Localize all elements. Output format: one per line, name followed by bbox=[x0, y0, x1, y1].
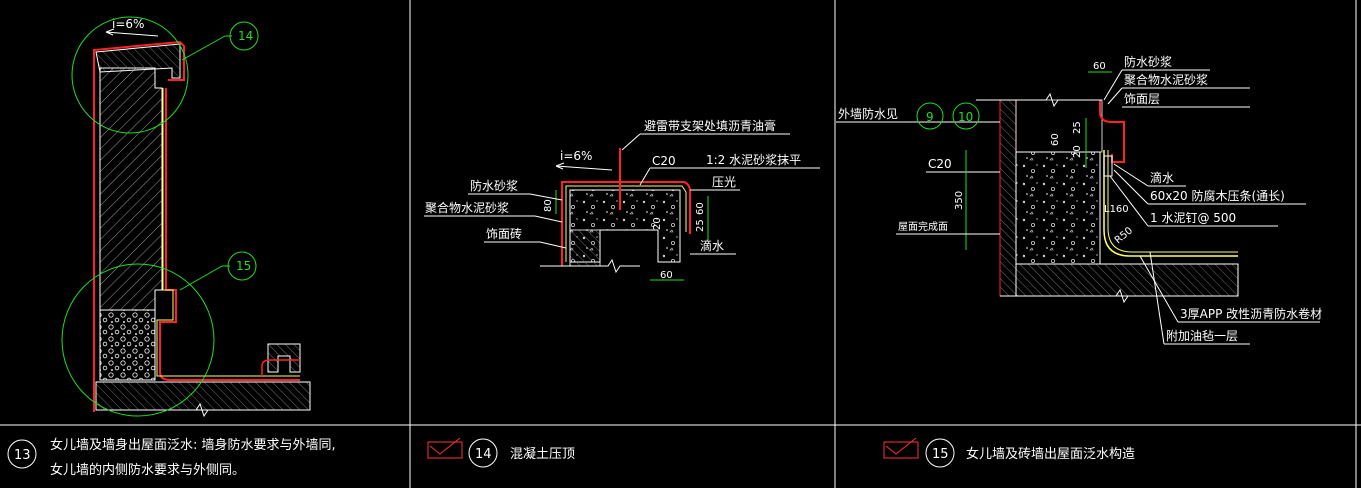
flashing-red bbox=[1099, 100, 1125, 163]
dim-60-side: 60 bbox=[695, 202, 706, 215]
coping-hatch-wall bbox=[569, 229, 601, 267]
label-drip: 滴水 bbox=[700, 238, 724, 253]
ref-a: 9 bbox=[926, 110, 934, 124]
parapet-coping bbox=[95, 43, 181, 79]
dim-60-bottom: 60 bbox=[660, 270, 673, 281]
slope-arrow bbox=[105, 28, 159, 37]
label-drip-15: 滴水 bbox=[1150, 170, 1174, 185]
caption-13-line1: 女儿墙及墙身出屋面泛水: 墙身防水要求与外墙同, bbox=[50, 437, 336, 453]
leader-bottom bbox=[179, 265, 223, 291]
label-mortar-top: 1:2 水泥砂浆抹平 bbox=[706, 152, 801, 167]
dim-25: 25 bbox=[695, 219, 706, 232]
label-lightning: 避雷带支架处填沥青油膏 bbox=[644, 118, 776, 133]
break-line-top bbox=[976, 92, 1102, 108]
membrane-line bbox=[93, 40, 185, 412]
break-line-bottom bbox=[1000, 288, 1238, 304]
dim-80: 80 bbox=[543, 199, 554, 212]
dim-r50: R50 bbox=[1113, 225, 1135, 246]
caption-15-bubble bbox=[925, 438, 955, 468]
caption-15-symbol bbox=[883, 437, 919, 459]
roof-slab bbox=[95, 381, 311, 411]
parapet-lower-fill bbox=[99, 309, 156, 381]
dim-25-15: 25 bbox=[1072, 121, 1083, 134]
dim-20-15: 20 bbox=[1072, 145, 1083, 158]
dim-60-side-15: 60 bbox=[1050, 133, 1061, 146]
caption-13-bubble bbox=[7, 439, 37, 469]
label-strip: 60x20 防腐木压条(通长) bbox=[1150, 188, 1285, 203]
caption-14-number: 14 bbox=[475, 447, 492, 462]
callout-bubble-15 bbox=[227, 251, 257, 281]
caption-15-number: 15 bbox=[932, 447, 949, 462]
upstand-concrete bbox=[1015, 151, 1101, 265]
callout-circle-top bbox=[71, 16, 189, 134]
membrane-15 bbox=[1103, 150, 1238, 257]
yellow-layer bbox=[156, 88, 300, 377]
break-line bbox=[540, 258, 640, 274]
caption-13-line2: 女儿墙的内侧防水要求与外侧同。 bbox=[50, 462, 245, 478]
detail-15-flashing: 60 防水砂浆 聚合物水泥砂浆 饰面层 外墙防水见 9 10 25 20 60 … bbox=[836, 54, 1322, 468]
label-c20-15: C20 bbox=[928, 157, 952, 171]
ref-b: 10 bbox=[958, 110, 973, 124]
caption-15-text: 女儿墙及砖墙出屋面泛水构造 bbox=[966, 446, 1135, 462]
caption-14-symbol bbox=[427, 437, 463, 459]
label-finish-15: 饰面层 bbox=[1124, 92, 1160, 106]
label-c20: C20 bbox=[652, 154, 676, 168]
ref-bubble-b bbox=[952, 102, 980, 130]
label-wp-mortar-15: 防水砂浆 bbox=[1124, 54, 1172, 69]
wood-strip bbox=[1103, 155, 1113, 177]
label-nail: 1 水泥钉@ 500 bbox=[1150, 211, 1236, 225]
dim-20: 20 bbox=[652, 217, 663, 230]
label-press-light: 压光 bbox=[712, 175, 736, 189]
brick-wall bbox=[999, 99, 1017, 297]
slope-arrow-14 bbox=[555, 162, 613, 171]
parapet-wall bbox=[99, 67, 163, 311]
caption-13-number: 13 bbox=[14, 448, 31, 463]
coping-yellow bbox=[565, 185, 687, 262]
label-extra: 附加油毡一层 bbox=[1166, 329, 1238, 343]
slope-label: i=6% bbox=[112, 17, 144, 31]
coping-membrane bbox=[561, 181, 691, 266]
dim-60-top: 60 bbox=[1093, 61, 1106, 72]
detail-13-parapet-section: i=6% 14 15 13 女儿墙及墙身出屋面泛水: 墙身防水要求与外墙同, 女… bbox=[7, 16, 336, 478]
label-polymer-15: 聚合物水泥砂浆 bbox=[1124, 72, 1208, 87]
membrane-15-b bbox=[1107, 150, 1238, 253]
roof-slab-15 bbox=[1015, 263, 1239, 297]
label-tile: 饰面砖 bbox=[486, 226, 522, 241]
ref-bubble-a bbox=[916, 102, 944, 130]
callout-circle-bottom bbox=[61, 263, 215, 417]
leader-top bbox=[181, 35, 226, 61]
outlet-detail bbox=[267, 343, 301, 373]
dim-350: 350 bbox=[954, 191, 965, 210]
label-polymer: 聚合物水泥砂浆 bbox=[425, 200, 509, 215]
outlet-membrane bbox=[261, 359, 300, 376]
slope-label-14: i=6% bbox=[560, 149, 592, 163]
label-wp-mortar: 防水砂浆 bbox=[470, 178, 518, 193]
dim-l160: L160 bbox=[1104, 204, 1129, 215]
break-line bbox=[180, 402, 310, 418]
callout-14-text: 14 bbox=[238, 29, 253, 43]
caption-14-bubble bbox=[468, 438, 498, 468]
label-outer-wall: 外墙防水见 bbox=[838, 106, 898, 121]
leader-lightning bbox=[621, 133, 641, 151]
callout-bubble-14 bbox=[229, 21, 259, 51]
label-membrane: 3厚APP 改性沥青防水卷材 bbox=[1180, 306, 1322, 321]
membrane-line-inner bbox=[159, 88, 300, 381]
label-roof-level: 屋面完成面 bbox=[898, 220, 948, 233]
caption-14-text: 混凝土压顶 bbox=[510, 446, 575, 462]
detail-14-concrete-coping: i=6% 避雷带支架处填沥青油膏 C20 1:2 水泥砂浆抹平 压光 滴水 60… bbox=[424, 118, 820, 468]
callout-15-text: 15 bbox=[236, 259, 251, 273]
